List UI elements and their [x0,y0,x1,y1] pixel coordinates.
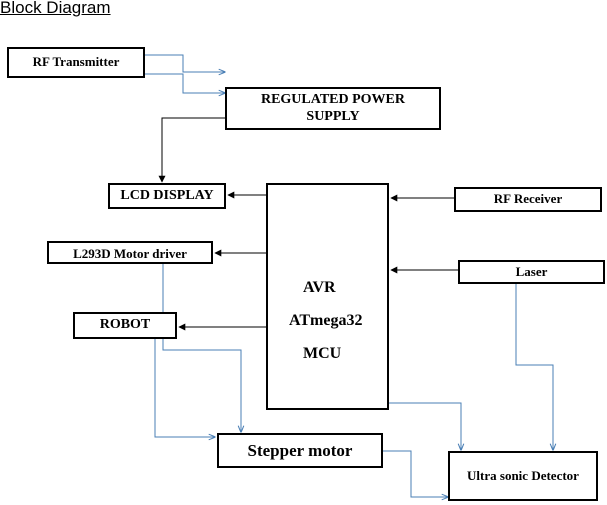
lcd-display-label: LCD DISPLAY [120,187,214,203]
stepper-motor-label: Stepper motor [247,440,353,460]
wire-power-to-lcd [158,117,225,183]
wire-robot-to-stepper [154,339,215,437]
wire-driver-to-stepper [162,264,241,432]
lcd-display-block: LCD DISPLAY [108,183,226,209]
power-supply-block: REGULATED POWER SUPPLY [225,87,441,130]
robot-block: ROBOT [73,312,177,339]
mcu-label-line1: AVR [303,279,336,296]
wire-mcu-to-ultrasonic [389,402,461,450]
ultrasonic-detector-block: Ultra sonic Detector [448,451,598,501]
power-supply-label: REGULATED POWER SUPPLY [260,92,406,124]
rf-receiver-block: RF Receiver [454,187,602,212]
rf-transmitter-block: RF Transmitter [7,47,145,78]
laser-label: Laser [515,263,548,279]
wire-laser-to-ultrasonic [515,284,553,450]
mcu-label-line3: MCU [303,345,342,362]
mcu-label-line2: ATmega32 [289,312,363,329]
wire-tx-top [145,54,225,72]
wire-stepper-to-ultrasonic [383,450,448,497]
laser-block: Laser [458,260,605,284]
ultrasonic-detector-label: Ultra sonic Detector [467,467,579,483]
motor-driver-block: L293D Motor driver [47,241,213,264]
page-title: Block Diagram [0,0,111,17]
mcu-block [266,183,389,410]
robot-label: ROBOT [99,317,151,333]
wire-tx-to-power [145,73,225,93]
rf-receiver-label: RF Receiver [493,191,563,207]
stepper-motor-block: Stepper motor [217,433,383,468]
motor-driver-label: L293D Motor driver [73,246,187,261]
rf-transmitter-label: RF Transmitter [32,54,120,70]
